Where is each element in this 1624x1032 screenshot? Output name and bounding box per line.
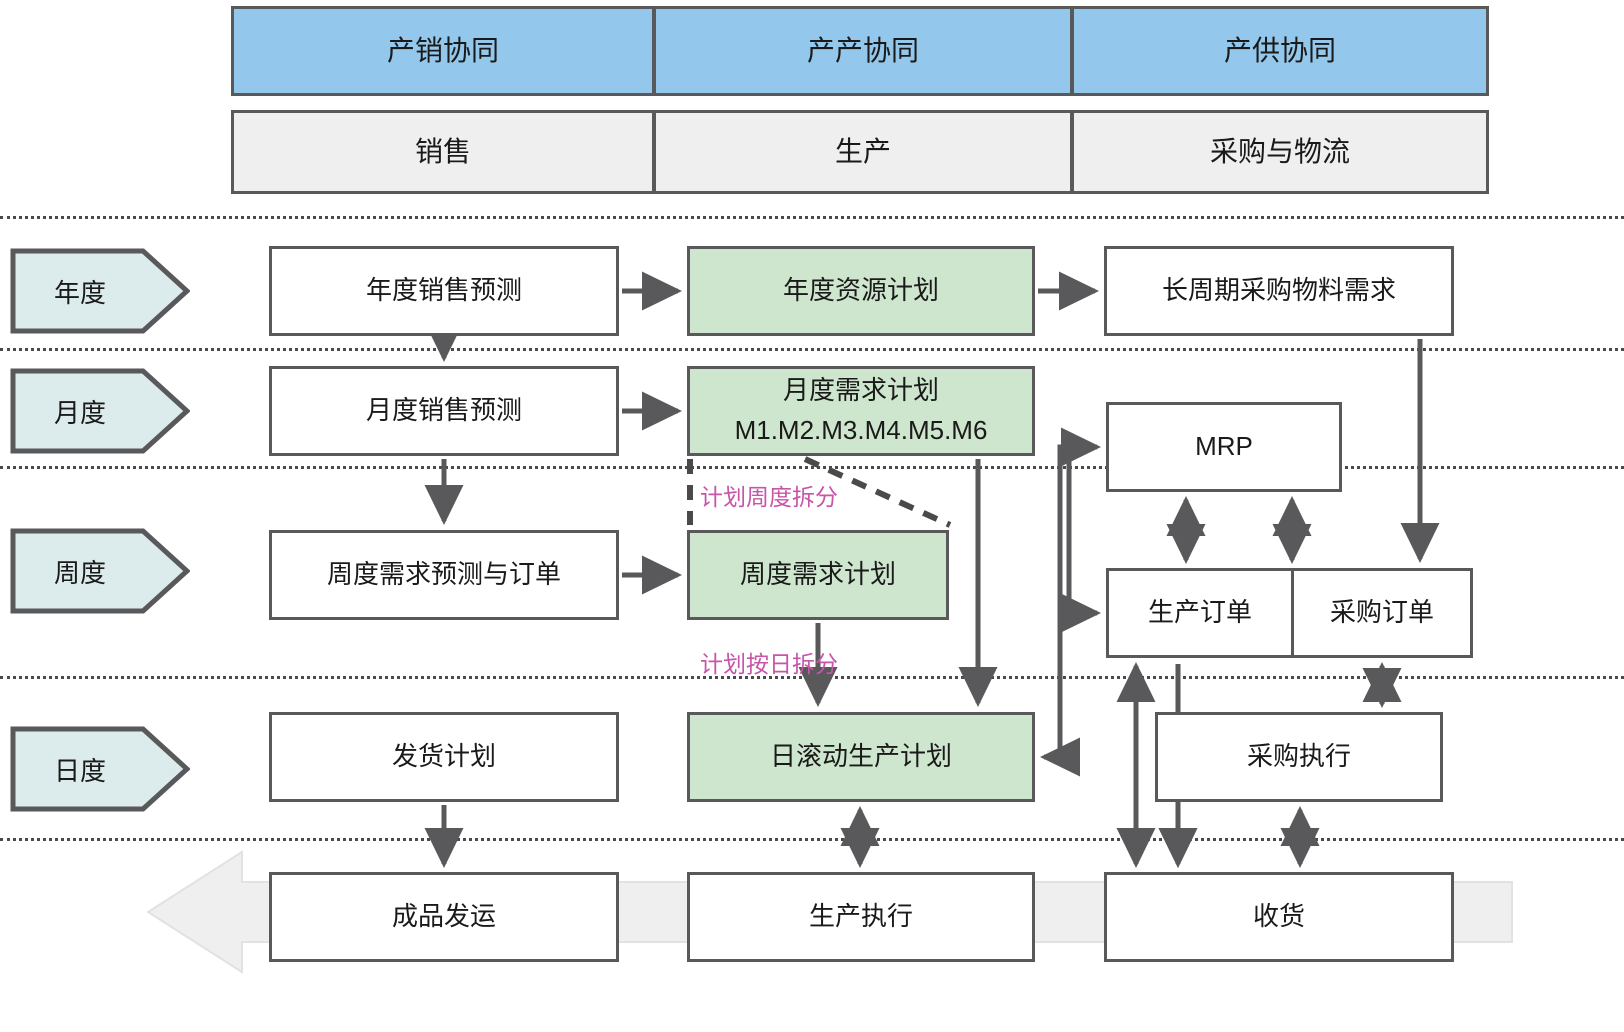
arrow-production-order-to-daily-plan: [1039, 700, 1080, 777]
header-collaboration-production-production: 产产协同: [653, 6, 1073, 96]
annotation-weekly-split: 计划周度拆分: [700, 484, 838, 510]
node-label: 月度需求计划: [782, 375, 939, 406]
node-label: 年度资源计划: [782, 275, 939, 306]
band-separator-annual: [0, 348, 1624, 351]
node-monthly-sales-forecast[interactable]: 月度销售预测: [269, 366, 619, 456]
horizon-daily: 日度: [10, 726, 190, 812]
node-label: 月度销售预测: [365, 395, 522, 426]
node-label: 成品发运: [391, 901, 496, 932]
node-label: 生产执行: [808, 901, 913, 932]
node-label: 长周期采购物料需求: [1161, 275, 1396, 306]
node-production-order[interactable]: 生产订单: [1106, 568, 1294, 658]
horizon-label: 周度: [54, 557, 107, 588]
node-label: 周度需求预测与订单: [326, 559, 561, 590]
node-annual-sales-forecast[interactable]: 年度销售预测: [269, 246, 619, 336]
horizon-weekly: 周度: [10, 528, 190, 614]
node-monthly-demand-plan[interactable]: 月度需求计划 M1.M2.M3.M4.M5.M6: [687, 366, 1035, 456]
node-weekly-demand-forecast-order[interactable]: 周度需求预测与订单: [269, 530, 619, 620]
band-separator-top: [0, 216, 1624, 219]
header-label: 产产协同: [806, 34, 919, 66]
node-production-execution[interactable]: 生产执行: [687, 872, 1035, 962]
node-mrp[interactable]: MRP: [1106, 402, 1342, 492]
chevron-shape: [10, 248, 190, 334]
header-label: 产供协同: [1223, 34, 1336, 66]
node-purchase-order[interactable]: 采购订单: [1291, 568, 1473, 658]
chevron-shape: [10, 726, 190, 812]
header-label: 生产: [834, 135, 891, 167]
horizon-label: 年度: [54, 277, 107, 308]
header-label: 采购与物流: [1209, 135, 1350, 167]
node-label: 采购订单: [1329, 597, 1434, 628]
node-goods-receipt[interactable]: 收货: [1104, 872, 1454, 962]
header-function-production: 生产: [653, 110, 1073, 194]
header-label: 产销协同: [386, 34, 499, 66]
header-collaboration-production-supply: 产供协同: [1071, 6, 1489, 96]
horizon-label: 日度: [54, 755, 107, 786]
node-finished-goods-shipment[interactable]: 成品发运: [269, 872, 619, 962]
dashed-weekly-split-diag: [803, 456, 952, 528]
node-shipping-plan[interactable]: 发货计划: [269, 712, 619, 802]
node-label: 收货: [1252, 901, 1305, 932]
node-annual-resource-plan[interactable]: 年度资源计划: [687, 246, 1035, 336]
node-label: MRP: [1195, 431, 1253, 462]
node-label: 日滚动生产计划: [769, 741, 952, 772]
header-function-procurement-logistics: 采购与物流: [1071, 110, 1489, 194]
node-sublabel-months: M1.M2.M3.M4.M5.M6: [734, 415, 988, 445]
chevron-shape: [10, 368, 190, 454]
node-label: 周度需求计划: [739, 559, 896, 590]
annotation-daily-split: 计划按日拆分: [700, 651, 838, 677]
horizon-annual: 年度: [10, 248, 190, 334]
chevron-shape: [10, 528, 190, 614]
arrow-monthly-plan-mrp-route: [1057, 427, 1102, 700]
header-collaboration-sales-production: 产销协同: [231, 6, 655, 96]
node-label: 年度销售预测: [365, 275, 522, 306]
band-separator-monthly: [0, 466, 1624, 469]
node-daily-rolling-production-plan[interactable]: 日滚动生产计划: [687, 712, 1035, 802]
node-long-lead-material-demand[interactable]: 长周期采购物料需求: [1104, 246, 1454, 336]
horizon-label: 月度: [54, 397, 107, 428]
horizon-monthly: 月度: [10, 368, 190, 454]
header-label: 销售: [414, 135, 471, 167]
header-function-sales: 销售: [231, 110, 655, 194]
node-weekly-demand-plan[interactable]: 周度需求计划: [687, 530, 949, 620]
node-label: 生产订单: [1147, 597, 1252, 628]
node-purchase-execution[interactable]: 采购执行: [1155, 712, 1443, 802]
node-label: 发货计划: [391, 741, 496, 772]
band-separator-daily: [0, 838, 1624, 841]
node-label: 采购执行: [1246, 741, 1351, 772]
